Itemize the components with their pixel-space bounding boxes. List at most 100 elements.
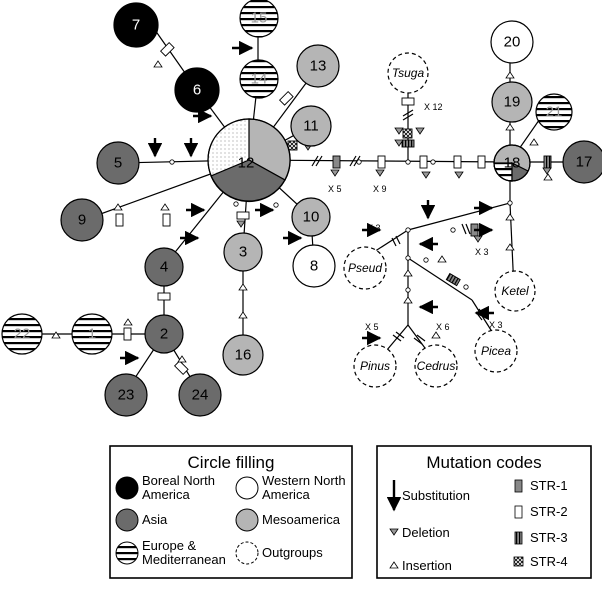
haplotype-label: 24 [192,387,209,404]
outgroup-label: Tsuga [392,66,425,80]
haplotype-3: 3 [223,232,263,272]
haplotype-8: 8 [292,244,336,288]
legend-label: Boreal North [142,473,215,488]
mutation-marks [115,41,552,376]
haplotype-16: 16 [222,334,264,376]
haplotype-22: 22 [1,313,43,355]
str4-icon [513,556,524,567]
triangle-down-icon [389,528,399,536]
haplotype-label: 11 [303,118,319,135]
legend-item-boreal: Boreal North America [115,473,215,502]
outgroup-label: Cedrus [417,359,456,373]
outgroup-ketel: Ketel [494,270,536,312]
haplotype-4: 4 [144,247,184,287]
mutation-multipliers: X 12 X 5 X 9 X 3 X 3 X 3 X 5 X 6 [328,102,503,332]
legend-label: Europe & [142,538,197,553]
haplotype-label: 3 [239,244,247,261]
legend-label: Western North [262,473,346,488]
haplotype-label: 18 [504,155,521,172]
haplotype-label: 8 [310,258,318,275]
str3-icon [514,531,523,545]
legend-item-western: Western North America [235,473,346,502]
haplotype-label: 1 [88,326,96,343]
legend-item-substitution: Substitution [386,480,470,512]
multiplier-label: X 9 [373,184,387,194]
haplotype-10: 10 [291,197,331,237]
multiplier-label: X 6 [436,322,450,332]
haplotype-20: 20 [490,20,534,64]
legend-circle-filling: Circle filling Boreal North America West… [109,445,353,579]
legend-mutation-codes: Mutation codes Substitution Deletion Ins… [376,445,592,579]
haplotype-label: 15 [251,10,268,27]
haplotype-11: 11 [290,105,332,147]
legend-item-str1: STR-1 [514,478,568,493]
outgroup-tsuga: Tsuga [387,52,429,94]
legend-item-str2: STR-2 [514,504,568,519]
haplotype-12: 12 [207,118,291,203]
outgroup-pinus: Pinus [353,344,397,388]
haplotype-1: 1 [71,313,113,355]
haplotype-23: 23 [104,373,148,417]
outgroup-label: Ketel [501,284,529,298]
legend-item-meso: Mesoamerica [235,508,341,532]
outgroup-nodes: Tsuga Pseud Ketel Pinus Cedrus Picea [343,52,536,388]
substitution-arrows [120,40,494,366]
haplotype-label: 17 [576,154,593,171]
haplotype-label: 9 [78,212,86,229]
haplotype-label: 14 [251,71,268,88]
haplotype-label: 22 [14,326,31,343]
insertion-marks [51,60,553,363]
haplotype-21: 21 [535,93,573,131]
legend-item-europe: Europe & Mediterranean [115,538,226,567]
triangle-up-icon [389,561,399,569]
legend-label: STR-2 [530,504,568,519]
outgroup-label: Pinus [360,359,390,373]
multiplier-label: X 5 [365,322,379,332]
legend-label: America [262,487,310,502]
legend-label: STR-1 [530,478,568,493]
legend-label: Insertion [402,558,452,573]
legend-label: STR-3 [530,530,568,545]
legend-title: Circle filling [188,453,275,472]
haplotype-5: 5 [96,141,140,185]
legend-item-asia: Asia [115,508,168,532]
outgroup-label: Pseud [348,261,382,275]
haplotype-label: 20 [504,34,521,51]
haplotype-17: 17 [562,140,602,184]
legend-title: Mutation codes [426,453,541,472]
haplotype-nodes: 7 6 15 14 13 11 12 [1,0,602,417]
haplotype-label: 12 [238,155,255,172]
haplotype-label: 13 [310,58,327,75]
outgroup-cedrus: Cedrus [414,344,458,388]
legend-label: America [142,487,190,502]
haplotype-15: 15 [239,0,279,38]
outgroup-pseud: Pseud [343,246,387,290]
legend-item-str3: STR-3 [514,530,568,545]
haplotype-label: 19 [504,94,521,111]
multiplier-label: X 3 [367,223,381,233]
haplotype-label: 5 [114,155,122,172]
legend-item-insertion: Insertion [389,558,452,573]
legend-item-str4: STR-4 [513,554,568,569]
legend-label: Asia [142,512,168,527]
haplotype-6: 6 [174,67,220,113]
haplotype-19: 19 [491,81,533,123]
haplotype-label: 16 [235,347,252,364]
multiplier-label: X 5 [328,184,342,194]
haplotype-label: 23 [118,387,135,404]
str1-icon [514,479,523,493]
haplotype-9: 9 [60,198,104,242]
legend-label: Mediterranean [142,552,226,567]
legend-item-outgroups: Outgroups [235,541,323,565]
legend-label: STR-4 [530,554,568,569]
multiplier-label: X 3 [489,320,503,330]
haplotype-18: 18 [493,144,531,182]
legend-item-deletion: Deletion [389,525,450,540]
haplotype-label: 21 [546,104,563,121]
deletion-marks [236,127,552,243]
haplotype-label: 7 [132,17,140,34]
str2-icon [514,505,523,519]
multiplier-label: X 12 [424,102,443,112]
haplotype-24: 24 [178,373,222,417]
